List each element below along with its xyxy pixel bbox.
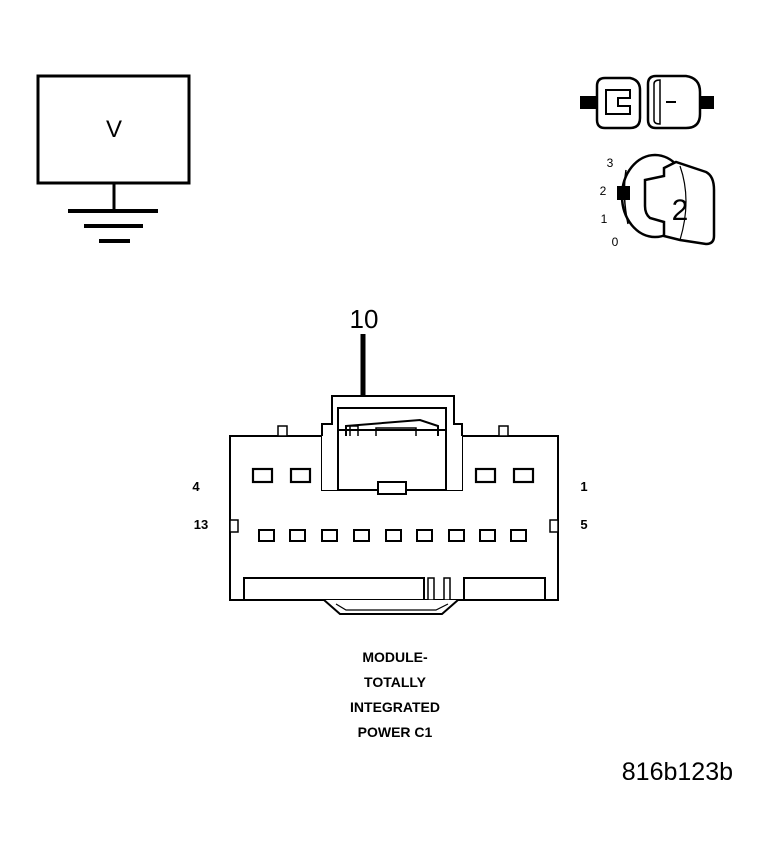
pin-number-4: 4 bbox=[192, 479, 200, 494]
ignition-position-3: 3 bbox=[607, 156, 614, 170]
connector-face bbox=[229, 395, 559, 615]
caption-line-1: MODULE- bbox=[362, 649, 428, 665]
pin-number-1: 1 bbox=[580, 479, 587, 494]
caption-line-4: POWER C1 bbox=[358, 724, 433, 740]
ignition-selected-position: 2 bbox=[672, 194, 689, 227]
connector-skirt bbox=[323, 599, 459, 615]
pin-number-13: 13 bbox=[194, 517, 208, 532]
disconnected-connector-icon bbox=[580, 74, 714, 130]
ignition-position-0: 0 bbox=[612, 235, 619, 249]
caption-line-2: TOTALLY bbox=[364, 674, 427, 690]
ignition-position-2: 2 bbox=[600, 184, 607, 198]
connector-caption: MODULE- TOTALLY INTEGRATED POWER C1 bbox=[350, 649, 440, 740]
voltmeter-symbol: V bbox=[36, 74, 191, 243]
pin-callout-label: 10 bbox=[350, 304, 379, 334]
figure-id: 816b123b bbox=[622, 758, 733, 786]
voltmeter-label: V bbox=[106, 116, 122, 143]
connector-cavity-10 bbox=[353, 529, 370, 542]
ignition-key bbox=[643, 160, 716, 246]
pin-number-5: 5 bbox=[580, 517, 587, 532]
ignition-key-icon: 3 2 1 0 2 bbox=[600, 153, 716, 249]
connector-top-row-cavities bbox=[251, 467, 535, 484]
ground-icon bbox=[68, 209, 158, 243]
ignition-position-1: 1 bbox=[601, 212, 608, 226]
ignition-indicator bbox=[617, 186, 630, 200]
caption-line-3: INTEGRATED bbox=[350, 699, 440, 715]
connector-bottom-row-cavities bbox=[258, 529, 527, 542]
